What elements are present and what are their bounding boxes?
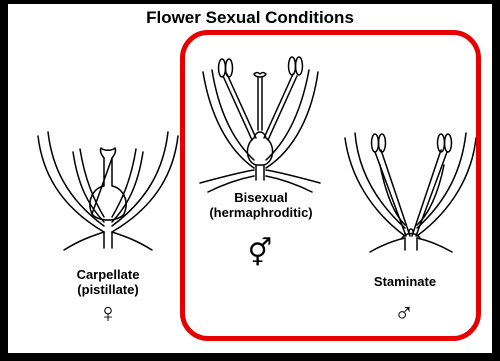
carpellate-label: Carpellate (pistillate): [48, 267, 168, 297]
highlight-box: [180, 30, 481, 341]
carpellate-label-line1: Carpellate: [48, 267, 168, 282]
diagram-title: Flower Sexual Conditions: [0, 8, 500, 28]
female-symbol-icon: ♀: [88, 298, 128, 328]
carpellate-flower-drawing: [38, 132, 178, 250]
carpellate-label-line2: (pistillate): [48, 282, 168, 297]
